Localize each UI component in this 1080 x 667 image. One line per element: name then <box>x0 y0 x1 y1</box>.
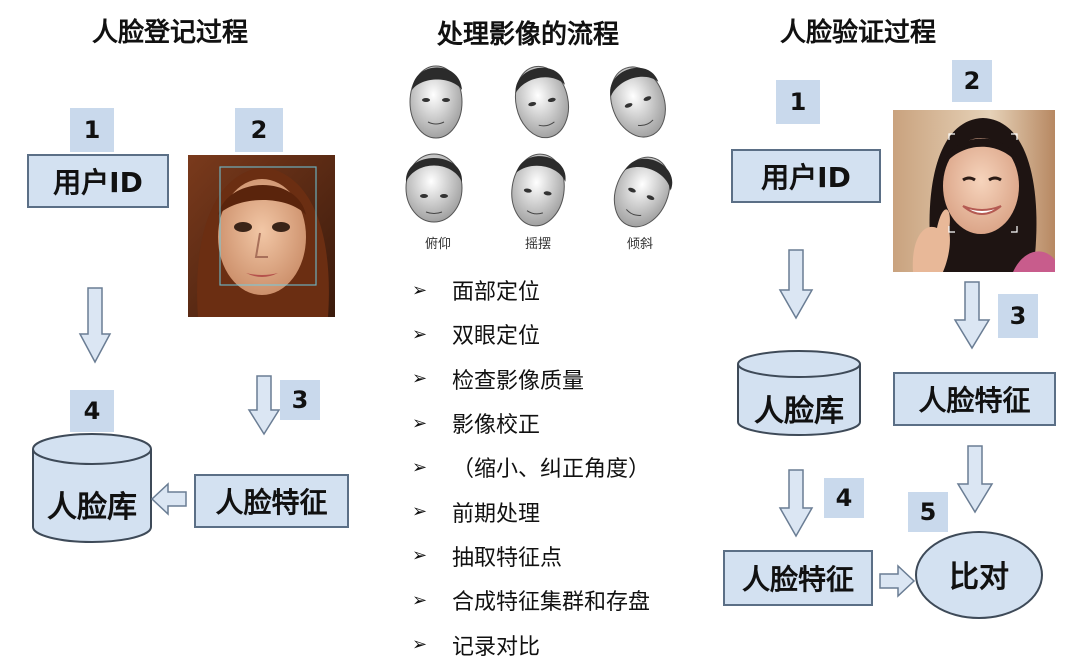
register-step-4-badge: 4 <box>70 390 114 432</box>
register-arrow-left <box>150 482 187 516</box>
register-arrow-down-1 <box>78 287 112 364</box>
verify-face-photo <box>893 110 1055 272</box>
list-item: ➢ 影像校正 <box>412 401 650 445</box>
bullet-arrow-icon: ➢ <box>412 368 428 390</box>
step-text: 抽取特征点 <box>452 545 563 571</box>
verify-step-3-badge: 3 <box>998 294 1038 338</box>
caption-yaw: 摇摆 <box>525 237 552 252</box>
list-item: ➢ 合成特征集群和存盘 <box>412 578 650 622</box>
verify-face-db-label: 人脸库 <box>754 394 844 429</box>
list-item: ➢ 面部定位 <box>412 268 650 312</box>
step-text: 面部定位 <box>452 280 541 306</box>
verify-step-4-badge: 4 <box>824 478 864 518</box>
verify-user-id-box: 用户ID <box>731 149 881 203</box>
register-face-db-label: 人脸库 <box>47 490 137 525</box>
verify-compare-label: 比对 <box>949 560 1009 595</box>
register-step-1-badge: 1 <box>70 108 114 152</box>
bullet-arrow-icon: ➢ <box>412 501 428 523</box>
bullet-arrow-icon: ➢ <box>412 412 428 434</box>
verify-face-feature-box-top: 人脸特征 <box>893 372 1056 426</box>
verify-step-1-badge: 1 <box>776 80 820 124</box>
caption-pitch: 俯仰 <box>425 237 452 252</box>
verify-compare-ellipse <box>915 531 1043 619</box>
step-text: 前期处理 <box>452 501 541 527</box>
verify-face-feature-box-bottom: 人脸特征 <box>723 550 873 606</box>
process-title: 处理影像的流程 <box>437 20 620 50</box>
verify-title: 人脸验证过程 <box>780 18 937 48</box>
verify-arrow-down-4 <box>956 445 994 514</box>
register-step-2-badge: 2 <box>235 108 283 152</box>
step-text: 合成特征集群和存盘 <box>452 590 651 616</box>
verify-arrow-down-2 <box>953 281 991 350</box>
verify-arrow-right <box>879 564 916 598</box>
verify-step-2-badge: 2 <box>952 60 992 102</box>
head-pose-illustration <box>405 65 673 228</box>
caption-roll: 倾斜 <box>627 237 654 252</box>
register-user-id-box: 用户ID <box>27 154 169 208</box>
register-step-3-badge: 3 <box>280 380 320 420</box>
verify-arrow-down-1 <box>778 249 814 320</box>
register-face-feature-box: 人脸特征 <box>194 474 349 528</box>
step-text: 检查影像质量 <box>452 368 585 394</box>
verify-arrow-down-3 <box>778 469 814 538</box>
register-title: 人脸登记过程 <box>92 18 249 48</box>
processing-steps-list: ➢ 面部定位 ➢ 双眼定位 ➢ 检查影像质量 ➢ 影像校正 ➢ （缩小、纠正角度） ➢ 前期… <box>412 268 650 667</box>
list-item: ➢ 记录对比 <box>412 622 650 666</box>
bullet-arrow-icon: ➢ <box>412 323 428 345</box>
step-text: （缩小、纠正角度） <box>452 457 651 483</box>
register-face-db-cylinder <box>32 433 152 543</box>
step-text: 记录对比 <box>452 634 541 660</box>
register-arrow-down-2 <box>247 375 281 436</box>
step-text: 影像校正 <box>452 413 541 439</box>
list-item: ➢ 前期处理 <box>412 489 650 533</box>
bullet-arrow-icon: ➢ <box>412 279 428 301</box>
bullet-arrow-icon: ➢ <box>412 456 428 478</box>
step-text: 双眼定位 <box>452 324 541 350</box>
bullet-arrow-icon: ➢ <box>412 634 428 656</box>
verify-step-5-badge: 5 <box>908 492 948 532</box>
verify-face-db-cylinder <box>737 350 861 436</box>
list-item: ➢ 检查影像质量 <box>412 357 650 401</box>
list-item: ➢ （缩小、纠正角度） <box>412 445 650 489</box>
list-item: ➢ 双眼定位 <box>412 312 650 356</box>
register-face-photo <box>188 155 335 317</box>
bullet-arrow-icon: ➢ <box>412 589 428 611</box>
bullet-arrow-icon: ➢ <box>412 545 428 567</box>
list-item: ➢ 抽取特征点 <box>412 534 650 578</box>
